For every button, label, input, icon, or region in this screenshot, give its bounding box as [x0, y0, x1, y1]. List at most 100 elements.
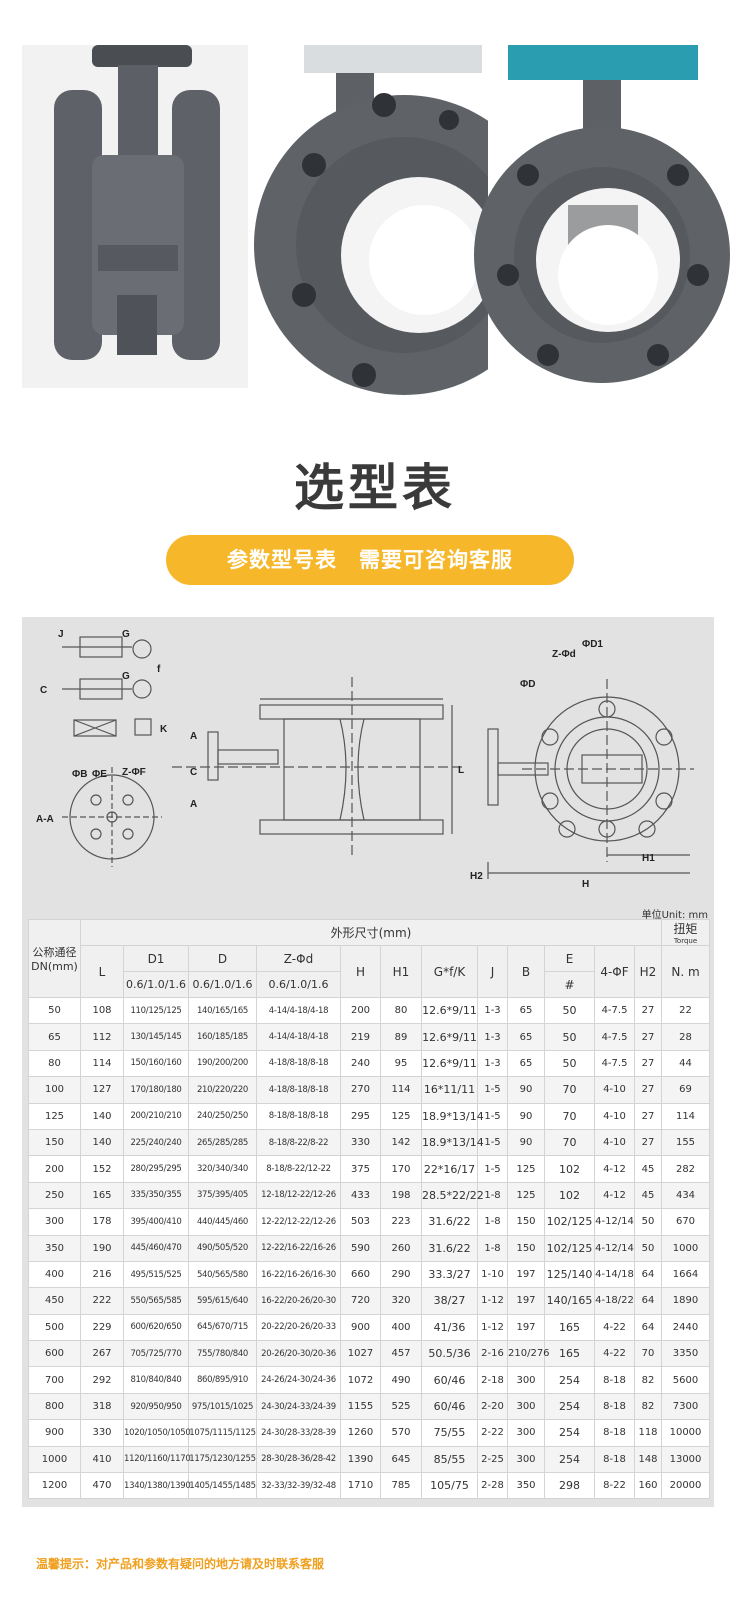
table-cell: 118 [634, 1419, 662, 1447]
table-cell: 50 [544, 996, 595, 1025]
table-cell: 16*11/11 [421, 1076, 478, 1104]
table-cell: 1-3 [477, 996, 508, 1025]
table-cell: 330 [80, 1419, 124, 1447]
table-cell: 8-18/8-22/8-22 [256, 1128, 341, 1157]
table-cell: 300 [507, 1445, 545, 1474]
table-cell: 495/515/525 [123, 1260, 189, 1289]
table-cell: 89 [380, 1023, 422, 1051]
table-cell: 100 [28, 1076, 81, 1104]
header-4f: 4-ΦF [594, 945, 635, 998]
table-cell: 210/220/220 [188, 1076, 257, 1104]
table-cell: 1155 [340, 1392, 381, 1421]
label-c-mid: C [190, 767, 197, 778]
table-cell: 595/615/640 [188, 1287, 257, 1315]
table-cell: 4-18/22 [594, 1287, 635, 1315]
table-cell: 434 [661, 1181, 710, 1210]
table-cell: 7300 [661, 1392, 710, 1421]
table-cell: 975/1015/1025 [188, 1392, 257, 1421]
table-cell: 150 [507, 1208, 545, 1236]
table-cell: 645 [380, 1445, 422, 1474]
table-cell: 27 [634, 996, 662, 1025]
notice-text: 温馨提示：对产品和参数有疑问的地方请及时联系客服 [36, 1557, 325, 1571]
table-cell: 670 [661, 1208, 710, 1236]
table-cell: 1340/1380/1390 [123, 1472, 191, 1500]
label-h: H [582, 879, 589, 890]
table-cell: 2-28 [477, 1472, 508, 1500]
table-cell: 70 [544, 1102, 595, 1130]
table-cell: 1-5 [477, 1076, 508, 1104]
table-cell: 165 [544, 1313, 595, 1342]
header-dimensions: 外形尺寸(mm) [80, 919, 662, 946]
table-cell: 445/460/470 [123, 1234, 189, 1262]
table-cell: 82 [634, 1392, 662, 1421]
table-cell: 45 [634, 1155, 662, 1183]
table-cell: 112 [80, 1023, 124, 1051]
table-cell: 240 [340, 1049, 381, 1078]
table-cell: 2-18 [477, 1366, 508, 1394]
table-cell: 150 [507, 1234, 545, 1262]
table-cell: 125 [507, 1155, 545, 1183]
table-cell: 4-12/14 [594, 1208, 635, 1236]
table-cell: 24-30/28-33/28-39 [256, 1419, 341, 1447]
table-cell: 31.6/22 [421, 1208, 478, 1236]
table-cell: 240/250/250 [188, 1102, 257, 1130]
table-cell: 12-22/12-22/12-26 [256, 1208, 341, 1236]
table-cell: 114 [380, 1076, 422, 1104]
table-cell: 4-12 [594, 1155, 635, 1183]
table-cell: 27 [634, 1102, 662, 1130]
table-cell: 150/160/160 [123, 1049, 189, 1078]
table-cell: 1-3 [477, 1023, 508, 1051]
table-cell: 102 [544, 1181, 595, 1210]
table-cell: 27 [634, 1023, 662, 1051]
header-j: J [477, 945, 508, 998]
table-cell: 85/55 [421, 1445, 478, 1474]
table-cell: 320 [380, 1287, 422, 1315]
header-l: L [80, 945, 124, 998]
table-cell: 110/125/125 [123, 996, 189, 1025]
table-cell: 102 [544, 1155, 595, 1183]
table-cell: 140 [80, 1102, 124, 1130]
table-cell: 31.6/22 [421, 1234, 478, 1262]
table-cell: 550/565/585 [123, 1287, 189, 1315]
table-cell: 705/725/770 [123, 1340, 189, 1368]
label-aa: A-A [36, 814, 54, 825]
table-cell: 4-18/8-18/8-18 [256, 1076, 341, 1104]
table-cell: 18.9*13/14 [421, 1128, 484, 1157]
table-cell: 197 [507, 1313, 545, 1342]
table-cell: 12.6*9/11 [421, 1049, 478, 1078]
table-cell: 28.5*22/22 [421, 1181, 484, 1210]
table-cell: 1072 [340, 1366, 381, 1394]
consult-banner: 参数型号表 需要可咨询客服 [166, 535, 574, 585]
table-cell: 330 [340, 1128, 381, 1157]
table-cell: 1027 [340, 1340, 381, 1368]
label-f: f [157, 664, 161, 675]
header-h2: H2 [634, 945, 662, 998]
table-cell: 8-18/8-22/12-22 [256, 1155, 341, 1183]
table-cell: 198 [380, 1181, 422, 1210]
table-cell: 10000 [661, 1419, 710, 1447]
table-cell: 165 [544, 1340, 595, 1368]
table-cell: 375/395/405 [188, 1181, 257, 1210]
table-cell: 197 [507, 1260, 545, 1289]
table-cell: 900 [340, 1313, 381, 1342]
table-cell: 102/125 [544, 1208, 595, 1236]
table-cell: 65 [507, 996, 545, 1025]
table-cell: 3350 [661, 1340, 710, 1368]
table-cell: 2-22 [477, 1419, 508, 1447]
table-cell: 200 [28, 1155, 81, 1183]
table-cell: 490/505/520 [188, 1234, 257, 1262]
table-cell: 45 [634, 1181, 662, 1210]
table-cell: 4-10 [594, 1076, 635, 1104]
table-cell: 90 [507, 1102, 545, 1130]
table-cell: 20-22/20-26/20-33 [256, 1313, 341, 1342]
label-a-bottom: A [190, 799, 197, 810]
table-cell: 375 [340, 1155, 381, 1183]
table-cell: 700 [28, 1366, 81, 1394]
